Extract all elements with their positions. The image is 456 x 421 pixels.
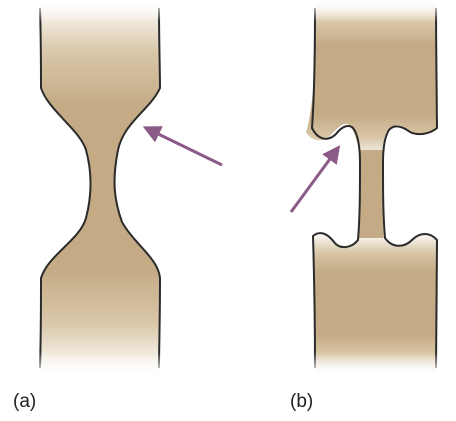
specimen-a-bottom-fade: [30, 352, 170, 376]
specimen-a-body: [40, 0, 160, 375]
specimen-b-bottom-fade: [300, 352, 450, 376]
specimen-b: [300, 0, 450, 376]
panel-label-b: (b): [290, 392, 313, 411]
specimen-a: [30, 0, 170, 376]
specimen-b-upper-body: [306, 0, 437, 160]
specimen-b-top-fade: [300, 0, 450, 22]
arrow-a-icon: [146, 128, 222, 165]
specimen-b-neck: [358, 150, 384, 245]
arrow-b-icon: [291, 148, 338, 212]
specimen-a-top-fade: [30, 0, 170, 22]
panel-label-a: (a): [13, 392, 36, 411]
